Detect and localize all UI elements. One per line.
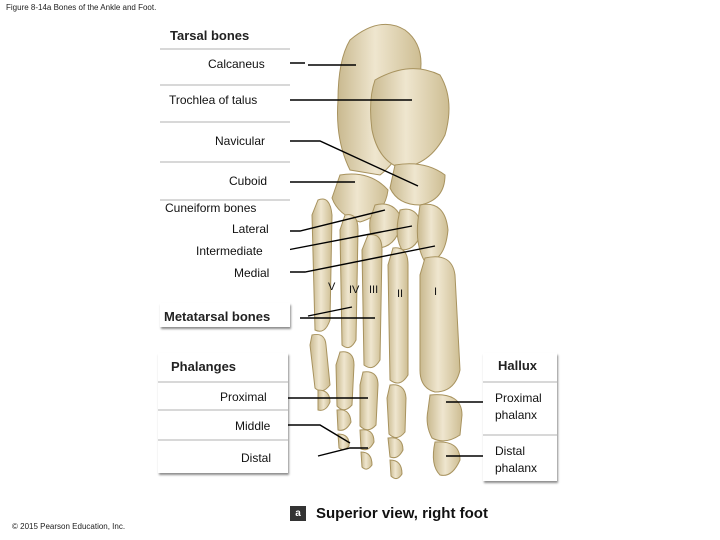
label-hallux-proximal-2: phalanx xyxy=(495,408,538,422)
divider xyxy=(160,161,290,163)
middle-phalanx-5 xyxy=(317,389,331,411)
metatarsal-numeral-v: V xyxy=(328,281,336,293)
label-distal: Distal xyxy=(241,451,272,465)
divider xyxy=(160,84,290,86)
label-hallux-proximal-1: Proximal xyxy=(495,391,542,405)
tarsal-panel xyxy=(160,22,290,298)
leader-intermediate xyxy=(281,225,413,252)
metatarsal-i xyxy=(419,256,461,393)
metatarsal-iv xyxy=(339,214,359,349)
metatarsal-ii xyxy=(387,247,409,384)
proximal-phalanx-4 xyxy=(335,351,355,411)
leader-medial xyxy=(282,245,436,273)
proximal-phalanx-2 xyxy=(386,384,407,438)
label-calcaneus: Calcaneus xyxy=(208,57,265,71)
leader-distal-phalanx xyxy=(317,447,368,457)
distal-phalanx-2 xyxy=(389,459,403,480)
bones xyxy=(309,23,463,480)
navicular-bone xyxy=(389,163,446,206)
divider xyxy=(158,409,288,411)
divider xyxy=(483,434,557,436)
intermediate-cuneiform-bone xyxy=(396,208,423,251)
distal-phalanx-3 xyxy=(360,451,373,470)
divider xyxy=(158,381,288,383)
label-medial-cuneiform: Medial xyxy=(234,266,270,280)
metatarsal-numeral-i: I xyxy=(434,286,438,298)
proximal-phalanx-3 xyxy=(359,371,379,431)
label-cuneiform-bones: Cuneiform bones xyxy=(165,201,257,215)
metatarsal-header: Metatarsal bones xyxy=(164,309,271,324)
divider xyxy=(483,381,557,383)
view-caption: Superior view, right foot xyxy=(316,505,488,522)
middle-phalanx-4 xyxy=(336,409,352,431)
figure-caption: Figure 8-14a Bones of the Ankle and Foot… xyxy=(6,3,157,12)
label-cuboid: Cuboid xyxy=(229,174,268,188)
label-proximal: Proximal xyxy=(220,390,267,404)
metatarsal-numeral-ii: II xyxy=(397,288,404,300)
divider xyxy=(160,121,290,123)
label-middle: Middle xyxy=(235,419,271,433)
middle-phalanx-3 xyxy=(359,429,375,451)
hallux-panel xyxy=(483,353,557,481)
proximal-phalanx-1 xyxy=(426,394,463,442)
hallux-header: Hallux xyxy=(498,358,538,373)
label-intermediate-cuneiform: Intermediate xyxy=(196,244,263,258)
distal-phalanx-1 xyxy=(432,441,461,476)
label-lateral-cuneiform: Lateral xyxy=(232,222,269,236)
label-hallux-distal-2: phalanx xyxy=(495,461,538,475)
label-trochlea-of-talus: Trochlea of talus xyxy=(169,93,258,107)
view-badge: a xyxy=(290,506,306,521)
metatarsal-numeral-iv: IV xyxy=(349,284,360,296)
tarsal-header: Tarsal bones xyxy=(170,28,250,43)
divider xyxy=(160,48,290,50)
leader-navicular xyxy=(282,140,419,187)
talus-bone xyxy=(370,68,450,169)
metatarsal-panel xyxy=(160,303,290,327)
medial-cuneiform-bone xyxy=(416,203,449,263)
label-hallux-distal-1: Distal xyxy=(495,444,526,458)
phalanges-header: Phalanges xyxy=(171,359,237,374)
proximal-phalanx-5 xyxy=(309,334,331,392)
middle-phalanx-2 xyxy=(387,437,404,459)
divider xyxy=(158,439,288,441)
phalanges-panel xyxy=(158,353,288,473)
leader-middle-phalanx xyxy=(282,424,351,444)
metatarsal-v xyxy=(311,198,333,332)
label-navicular: Navicular xyxy=(215,134,266,148)
metatarsal-iii xyxy=(361,234,383,369)
metatarsal-numeral-iii: III xyxy=(369,284,379,296)
leader-metatarsal-b xyxy=(307,306,353,317)
divider xyxy=(160,199,290,201)
copyright: © 2015 Pearson Education, Inc. xyxy=(12,522,126,531)
